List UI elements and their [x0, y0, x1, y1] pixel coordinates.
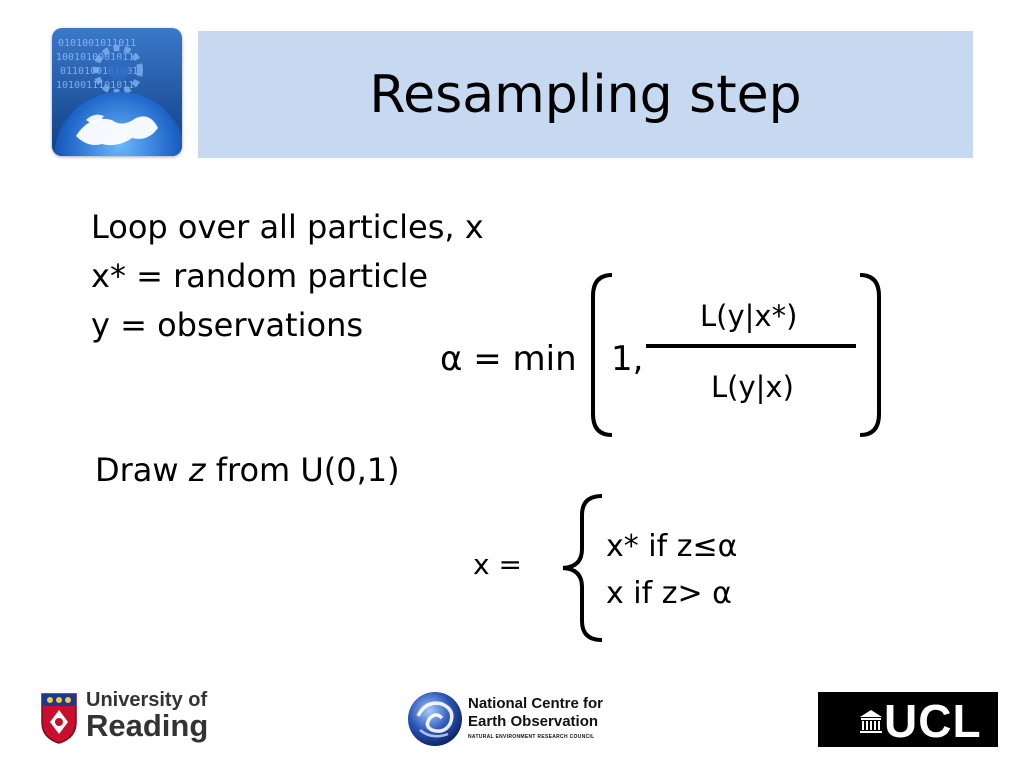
fraction-line: [646, 344, 856, 348]
ucl-portico-icon: [860, 710, 882, 733]
nceo-line2: Earth Observation: [468, 713, 599, 730]
nceo-line1: National Centre for: [468, 695, 604, 712]
title-bar: [198, 31, 973, 158]
svg-text:1001010001011: 1001010001011: [56, 52, 134, 63]
body-line-observations: y = observations: [91, 306, 364, 344]
alpha-lhs: α = min: [440, 339, 577, 379]
reading-crest-icon: [41, 693, 77, 744]
draw-variable-z: z: [188, 451, 206, 489]
reading-line1: University of: [86, 689, 208, 711]
left-bracket-icon: [591, 273, 613, 437]
draw-prefix: Draw: [95, 451, 189, 489]
nceo-swirl-icon: [408, 692, 462, 746]
draw-suffix: from U(0,1): [205, 451, 400, 489]
x-case-accept: x* if z≤α: [606, 529, 738, 564]
reading-line2: Reading: [86, 708, 209, 743]
right-bracket-icon: [859, 273, 881, 437]
body-line-loop: Loop over all particles, x: [91, 208, 484, 246]
nceo-logo: National Centre for Earth Observation NA…: [406, 690, 641, 748]
x-lhs: x =: [473, 548, 522, 581]
alpha-denominator: L(y|x): [711, 370, 794, 404]
alpha-one: 1,: [611, 339, 644, 379]
slide-title: Resampling step: [369, 64, 802, 125]
header-logo-icon: 0101001011011 1001010001011 011010010100…: [52, 28, 182, 156]
svg-text:0101001011011: 0101001011011: [58, 38, 136, 49]
curly-brace-icon: [562, 494, 603, 642]
body-line-draw-z: Draw z from U(0,1): [95, 454, 400, 486]
reading-logo: University of Reading: [40, 690, 215, 746]
nceo-line3: NATURAL ENVIRONMENT RESEARCH COUNCIL: [468, 734, 595, 740]
ucl-text: UCL: [884, 695, 982, 747]
x-case-reject: x if z> α: [606, 576, 732, 611]
svg-text:1010011101011: 1010011101011: [56, 80, 134, 91]
ucl-logo: UCL: [818, 692, 998, 747]
svg-text:0110100101001: 0110100101001: [60, 66, 138, 77]
body-line-random-particle: x* = random particle: [91, 257, 429, 295]
alpha-numerator: L(y|x*): [700, 299, 798, 333]
